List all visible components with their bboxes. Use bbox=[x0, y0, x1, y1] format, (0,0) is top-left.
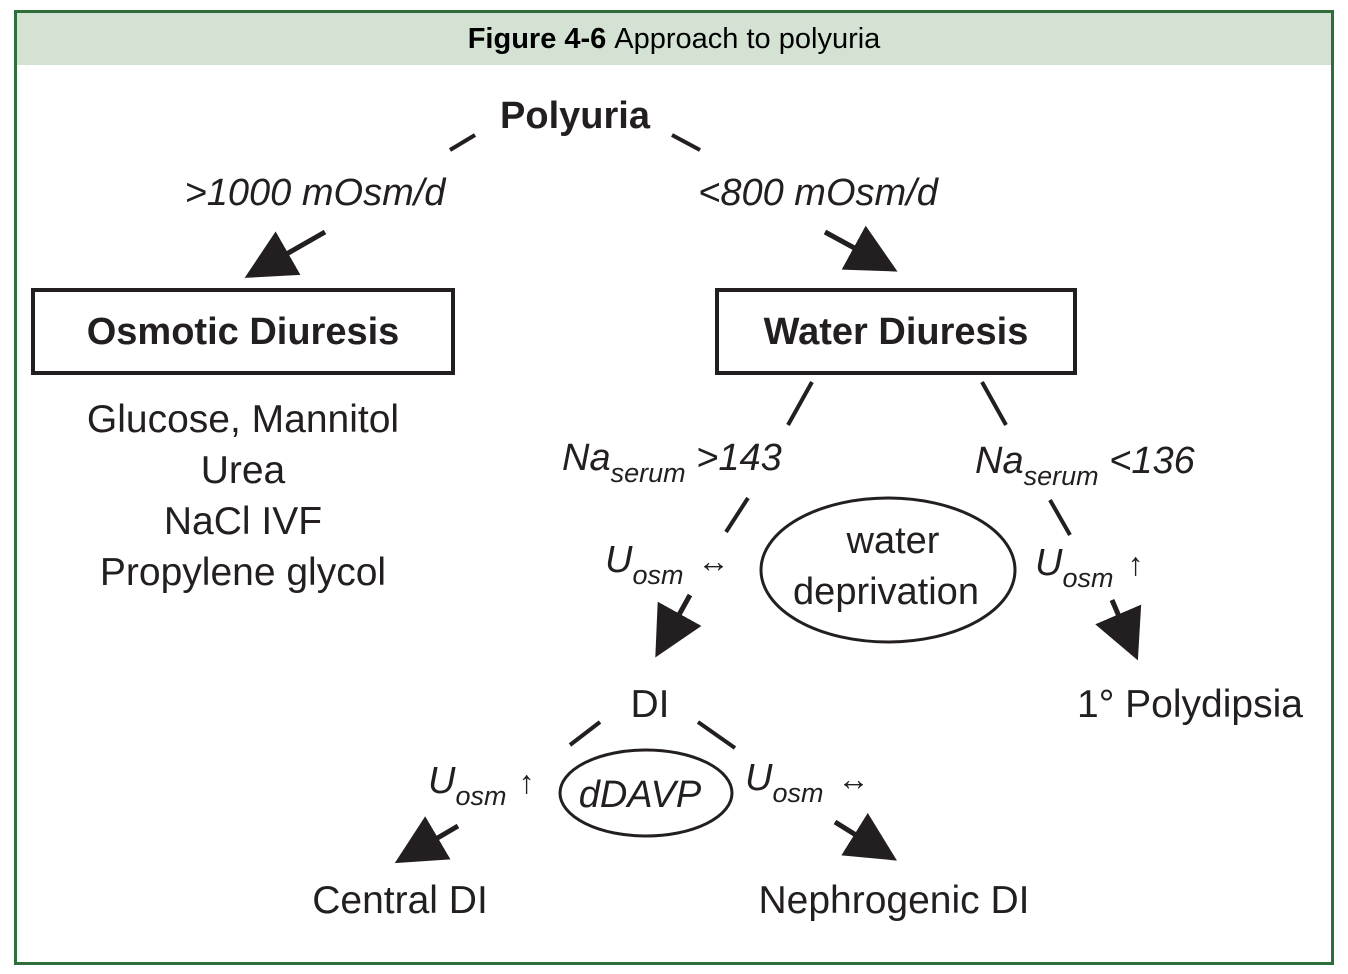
water-diuresis-box bbox=[715, 288, 1077, 375]
na-low-value: <136 bbox=[1099, 440, 1196, 482]
uosm-left-symbol: ↔ bbox=[697, 543, 729, 579]
edge-label-low-osm: <800 mOsm/d bbox=[698, 172, 940, 214]
water-deprivation-label-1: water bbox=[846, 520, 940, 562]
ddavp-label: dDAVP bbox=[579, 774, 702, 816]
edge-label-high-osm: >1000 mOsm/d bbox=[185, 172, 448, 214]
connector-water-left bbox=[786, 381, 814, 426]
edge-label-uosm-up-central: Uosm ↑ bbox=[428, 760, 534, 811]
nephrogenic-di-node: Nephrogenic DI bbox=[759, 879, 1030, 922]
uosm-right-sub: osm bbox=[1062, 563, 1113, 593]
arrow-to-polydipsia bbox=[1095, 599, 1142, 661]
na-low-sub: serum bbox=[1024, 461, 1099, 491]
edge-label-uosm-up-right: Uosm ↑ bbox=[1035, 542, 1143, 593]
figure-caption: Approach to polyuria bbox=[614, 22, 881, 55]
uosm-right-base: U bbox=[1035, 542, 1063, 584]
arrow-to-osmotic bbox=[244, 229, 327, 278]
uosm-nephro-symbol: ↔ bbox=[837, 761, 869, 797]
figure-frame: Figure 4-6 Approach to polyuria bbox=[14, 10, 1334, 965]
na-high-sub: serum bbox=[611, 458, 686, 488]
uosm-central-symbol: ↑ bbox=[518, 764, 534, 800]
connector-na-low bbox=[1048, 499, 1072, 536]
root-node: Polyuria bbox=[500, 95, 651, 137]
uosm-left-base: U bbox=[605, 539, 633, 581]
figure-title: Figure 4-6 Approach to polyuria bbox=[17, 13, 1331, 65]
di-node: DI bbox=[631, 683, 670, 726]
edge-label-uosm-unchanged-left: Uosm ↔ bbox=[605, 539, 729, 590]
central-di-node: Central DI bbox=[312, 879, 488, 922]
connector-root-right bbox=[671, 133, 701, 152]
osmotic-diuresis-label: Osmotic Diuresis bbox=[87, 311, 400, 353]
connector-na-high bbox=[724, 496, 750, 534]
connector-di-left bbox=[568, 720, 602, 747]
water-deprivation-test bbox=[759, 496, 1017, 644]
connector-root-left bbox=[448, 133, 477, 152]
uosm-central-base: U bbox=[428, 760, 456, 802]
water-diuresis-label: Water Diuresis bbox=[764, 311, 1029, 353]
arrow-to-central-di bbox=[394, 816, 460, 864]
osmotic-cause: Propylene glycol bbox=[100, 551, 386, 594]
osmotic-diuresis-box bbox=[31, 288, 455, 375]
edge-label-na-low: Naserum <136 bbox=[975, 440, 1196, 491]
primary-polydipsia-node: 1° Polydipsia bbox=[1077, 683, 1303, 726]
uosm-nephro-base: U bbox=[745, 757, 773, 799]
uosm-nephro-sub: osm bbox=[772, 778, 823, 808]
ddavp-test bbox=[558, 748, 734, 838]
na-low-base: Na bbox=[975, 440, 1024, 482]
connector-di-right bbox=[696, 720, 737, 750]
edge-label-uosm-unchanged-nephro: Uosm ↔ bbox=[745, 757, 869, 808]
na-high-base: Na bbox=[562, 437, 611, 479]
uosm-central-sub: osm bbox=[455, 781, 506, 811]
arrow-to-nephrogenic-di bbox=[833, 812, 897, 861]
arrow-to-water bbox=[823, 225, 898, 272]
uosm-left-sub: osm bbox=[632, 560, 683, 590]
connector-water-right bbox=[980, 381, 1008, 426]
osmotic-cause: Glucose, Mannitol bbox=[87, 398, 399, 441]
water-deprivation-label-2: deprivation bbox=[793, 571, 979, 613]
osmotic-cause: Urea bbox=[201, 449, 286, 492]
arrow-to-di bbox=[655, 593, 702, 658]
na-high-value: >143 bbox=[686, 437, 782, 479]
figure-number: Figure 4-6 bbox=[467, 22, 607, 55]
uosm-right-symbol: ↑ bbox=[1127, 546, 1143, 582]
osmotic-cause: NaCl IVF bbox=[164, 500, 322, 543]
edge-label-na-high: Naserum >143 bbox=[562, 437, 782, 488]
